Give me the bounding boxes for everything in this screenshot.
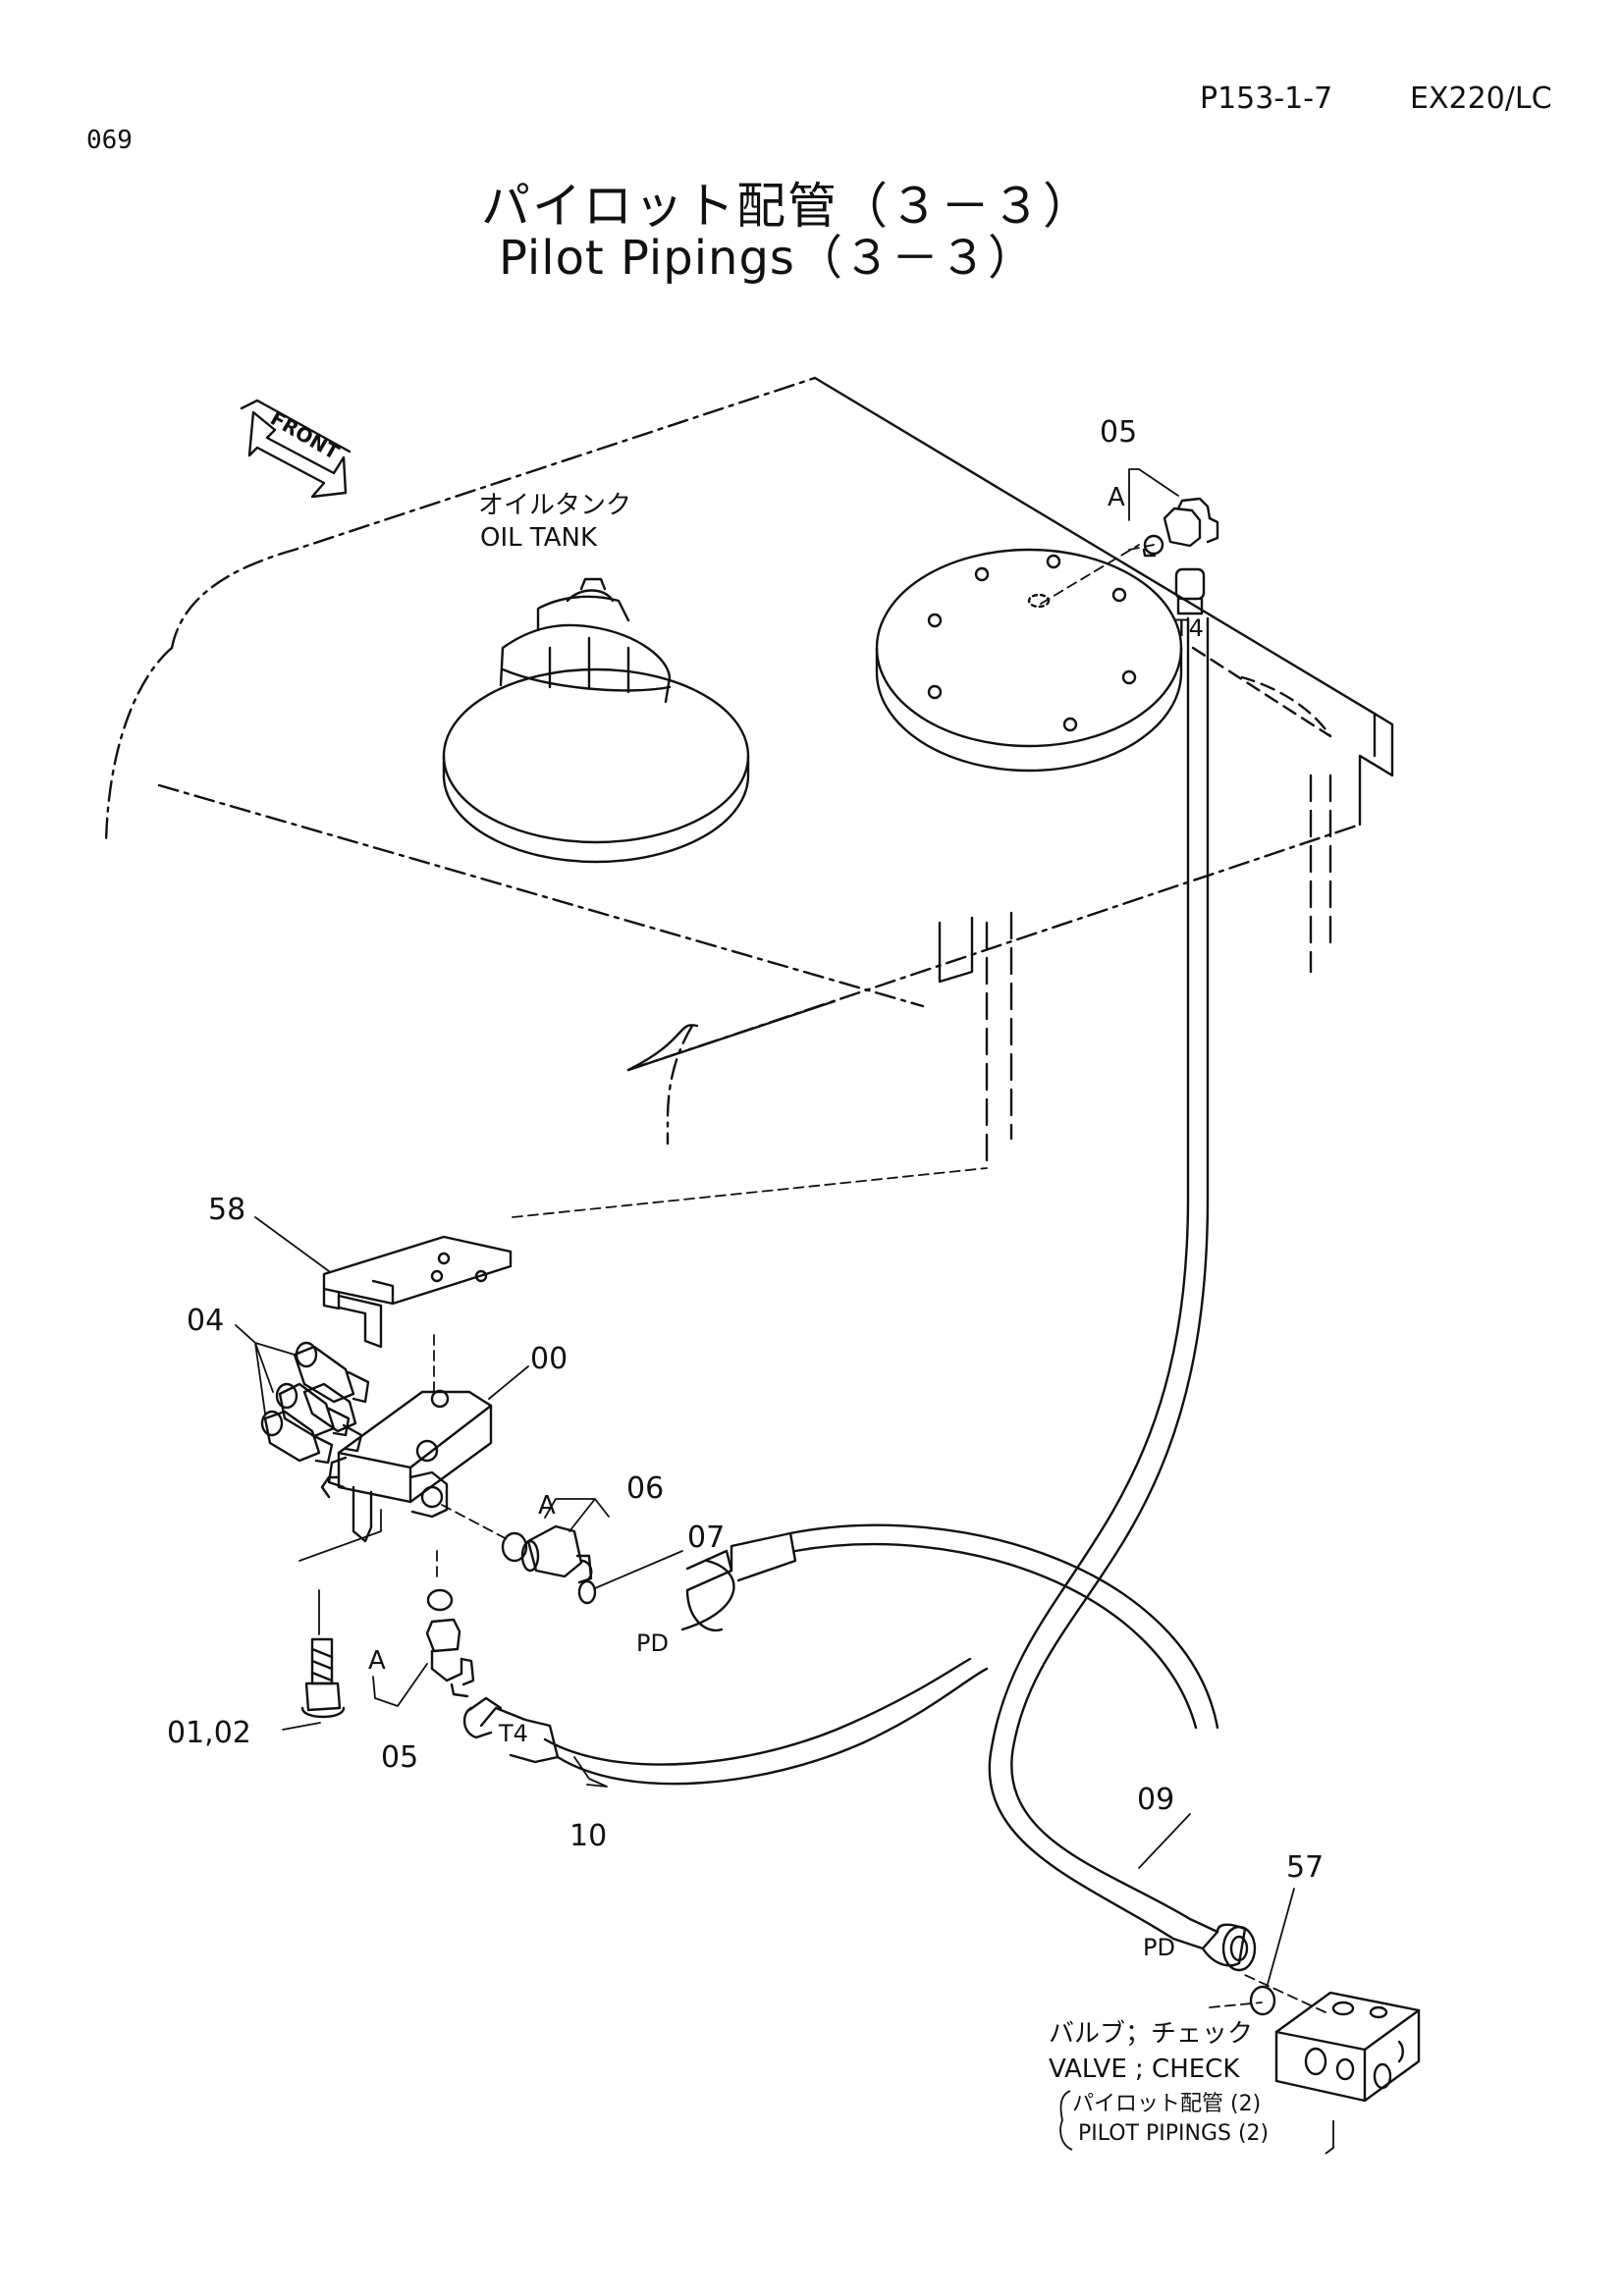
callout-05-lower: 05 [381,1740,418,1775]
front-arrow-icon [240,399,352,499]
bracket-plate-58 [322,1235,513,1349]
adapters-04 [260,1341,370,1465]
front-label: FRONT [266,406,344,464]
oil-tank-label-jp: オイルタンク [478,491,631,520]
port-t4-lower: T4 [498,1720,528,1747]
hose-10 [462,1523,1219,1786]
leader-lines [235,468,1326,2013]
tank-cover-plate [875,548,1183,773]
port-a-06: A [538,1491,556,1521]
connector-06 [501,1524,593,1584]
callout-06: 06 [626,1471,664,1506]
oil-tank-label-en: OIL TANK [480,523,598,553]
elbow-fitting-05-lower [425,1588,475,1698]
callout-10: 10 [569,1819,607,1853]
valve-check-label-en: VALVE ; CHECK [1049,2055,1240,2084]
valve-check-label-jp: バルブ；チェック [1049,2019,1253,2049]
elbow-fitting-05-top [1142,497,1219,558]
port-pd-lower: PD [636,1629,669,1657]
port-a-top: A [1108,483,1125,512]
callout-09: 09 [1137,1783,1174,1817]
callout-05-top: 05 [1100,415,1137,450]
port-a-lower: A [368,1646,386,1676]
port-pd-upper: PD [1143,1934,1175,1961]
callout-04: 04 [187,1304,224,1338]
port-t4-top: T4 [1173,614,1204,642]
o-ring-57 [1249,1985,1276,2016]
model-name: EX220/LC [1410,81,1552,116]
callout-57: 57 [1286,1850,1324,1885]
callout-00: 00 [530,1342,568,1376]
pilot-pipings-ref-en: PILOT PIPINGS (2) [1078,2121,1269,2146]
oil-filler-cap [442,577,750,864]
page-code: P153-1-7 [1200,81,1333,116]
reference-brackets [1059,2090,1334,2155]
page-title-english: Pilot Pipings（３－３） [499,231,1036,286]
o-ring-07 [577,1579,597,1605]
oil-tank-outline [104,376,1394,1170]
check-valve-00 [320,1389,493,1543]
bolt-01-02 [300,1637,346,1719]
page-number: 069 [86,126,133,155]
callout-01-02: 01,02 [167,1716,251,1750]
check-valve-block [1274,1991,1421,2103]
pilot-pipings-ref-jp: パイロット配管 (2) [1072,2092,1261,2116]
callout-58: 58 [208,1193,245,1227]
callout-07: 07 [687,1521,725,1555]
page-title-japanese: パイロット配管（３－３） [481,178,1094,235]
hose-09 [988,567,1257,1972]
